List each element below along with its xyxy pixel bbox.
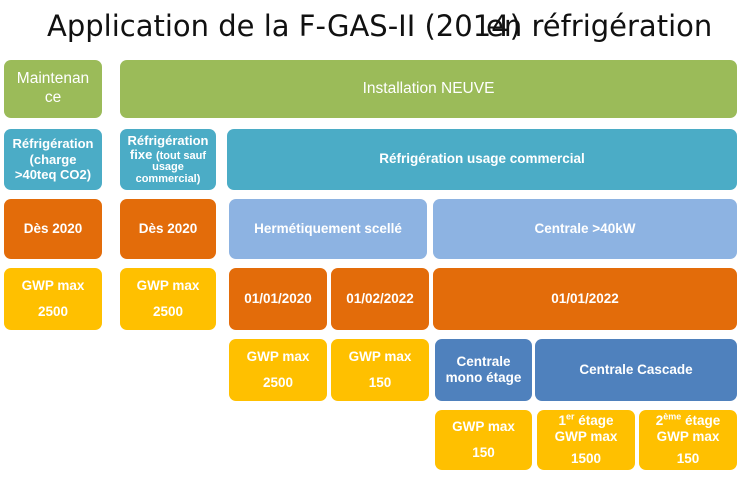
- fixe-date: Dès 2020: [138, 220, 198, 236]
- page-title: Application de la F-GAS-II (2014) en réf…: [0, 9, 739, 49]
- refrigeration-fixe-line3: usage: [152, 161, 184, 174]
- hermetique-box: Hermétiquement scellé: [229, 199, 427, 259]
- hermetique-date1: 01/01/2020: [244, 290, 312, 306]
- stage2-heading: 2ème étage: [655, 411, 721, 429]
- centrale-cascade-box: Centrale Cascade: [535, 339, 737, 401]
- centrale-date: 01/01/2022: [551, 290, 619, 306]
- hermetique-date2-box: 01/02/2022: [331, 268, 429, 330]
- stage2-ordinal: ème: [663, 411, 682, 422]
- refrigeration-fixe-line4: commercial): [135, 172, 201, 185]
- maintenance-gwp-value: 2500: [37, 304, 69, 319]
- refrigeration-commercial-label: Réfrigération usage commercial: [379, 151, 585, 167]
- refrigeration-fixe-word: fixe: [129, 146, 153, 162]
- refrigeration-fixe-line2: fixe (tout sauf: [129, 146, 207, 163]
- refrigeration-charge-box: Réfrigération (charge >40teq CO2): [4, 129, 102, 190]
- maintenance-date-box: Dès 2020: [4, 199, 102, 259]
- maintenance-box: Maintenance: [4, 60, 102, 118]
- stage2-gwp-label: GWP max: [656, 429, 720, 445]
- centrale-date-box: 01/01/2022: [433, 268, 737, 330]
- mono-gwp-box: GWP max 150: [435, 410, 532, 470]
- hermetique-gwp2-value: 150: [368, 375, 392, 390]
- installation-neuve-box: Installation NEUVE: [120, 60, 737, 118]
- refrigeration-charge-line1: Réfrigération: [12, 136, 94, 152]
- mono-gwp-value: 150: [472, 445, 495, 460]
- hermetique-gwp1-label: GWP max: [246, 348, 310, 364]
- hermetique-gwp2-box: GWP max 150: [331, 339, 429, 401]
- stage1-ordinal: er: [565, 411, 575, 422]
- installation-neuve-label: Installation NEUVE: [362, 79, 495, 97]
- fixe-gwp-value: 2500: [152, 304, 184, 319]
- refrigeration-commercial-box: Réfrigération usage commercial: [227, 129, 737, 190]
- refrigeration-fixe-line1: Réfrigération: [127, 132, 209, 148]
- stage1-word: étage: [578, 413, 614, 429]
- maintenance-label: Maintenance: [16, 70, 90, 106]
- centrale-mono-box: Centrale mono étage: [435, 339, 532, 401]
- refrigeration-fixe-box: Réfrigération fixe (tout sauf usage comm…: [120, 129, 216, 190]
- centrale-mono-line1: Centrale: [456, 353, 511, 369]
- refrigeration-charge-line3: >40teq CO2): [14, 167, 92, 183]
- fixe-date-box: Dès 2020: [120, 199, 216, 259]
- maintenance-gwp-label: GWP max: [21, 277, 85, 293]
- hermetique-label: Hermétiquement scellé: [254, 220, 402, 236]
- maintenance-date: Dès 2020: [23, 220, 83, 236]
- stage2-gwp-box: 2ème étage GWP max 150: [639, 410, 737, 470]
- stage1-gwp-box: 1er étage GWP max 1500: [537, 410, 635, 470]
- stage2-number: 2: [655, 413, 664, 429]
- refrigeration-fixe-paren: (tout sauf: [155, 149, 207, 162]
- hermetique-gwp1-box: GWP max 2500: [229, 339, 327, 401]
- hermetique-gwp2-label: GWP max: [348, 348, 412, 364]
- fixe-gwp-box: GWP max 2500: [120, 268, 216, 330]
- title-main: Application de la F-GAS-II (2014): [47, 9, 521, 43]
- hermetique-date2: 01/02/2022: [346, 290, 414, 306]
- refrigeration-charge-line2: (charge: [29, 151, 77, 167]
- hermetique-date1-box: 01/01/2020: [229, 268, 327, 330]
- stage2-gwp-value: 150: [676, 450, 700, 466]
- centrale-mono-line2: mono étage: [445, 370, 522, 385]
- centrale-40kw-box: Centrale >40kW: [433, 199, 737, 259]
- fixe-gwp-label: GWP max: [136, 277, 200, 293]
- hermetique-gwp1-value: 2500: [262, 375, 294, 390]
- stage2-word: étage: [685, 413, 721, 429]
- stage1-heading: 1er étage: [558, 411, 614, 429]
- title-suffix: en réfrigération: [486, 9, 713, 43]
- stage1-gwp-value: 1500: [570, 450, 602, 466]
- stage1-gwp-label: GWP max: [554, 429, 618, 445]
- stage1-number: 1: [558, 413, 566, 429]
- centrale-40kw-label: Centrale >40kW: [534, 220, 636, 236]
- maintenance-gwp-box: GWP max 2500: [4, 268, 102, 330]
- mono-gwp-label: GWP max: [452, 418, 515, 434]
- centrale-cascade-label: Centrale Cascade: [579, 361, 693, 377]
